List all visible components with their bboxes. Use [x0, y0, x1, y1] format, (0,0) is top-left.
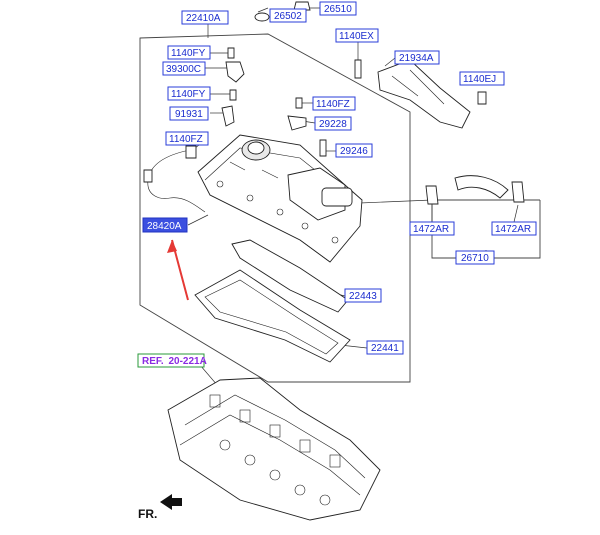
callout-1140EX[interactable]: 1140EX	[335, 28, 379, 43]
reference-code: 20-221A	[168, 356, 206, 367]
rocker-cover	[197, 134, 363, 263]
callout-22441[interactable]: 22441	[366, 340, 404, 355]
svg-text:26710: 26710	[461, 253, 489, 264]
pcv-hose	[425, 175, 525, 205]
svg-text:1140EX: 1140EX	[339, 31, 374, 42]
callout-29228[interactable]: 29228	[314, 116, 352, 131]
callout-39300C[interactable]: 39300C	[162, 61, 206, 76]
svg-text:29228: 29228	[319, 119, 347, 130]
reference-label[interactable]: REF. 20-221A	[137, 353, 207, 368]
callout-22410A[interactable]: 22410A	[181, 10, 229, 25]
callout-28420A[interactable]: 28420A	[142, 217, 188, 233]
gasket-22441	[194, 269, 351, 363]
callout-26502[interactable]: 26502	[269, 8, 307, 23]
svg-text:21934A: 21934A	[399, 53, 434, 64]
callout-1140FZ-lower[interactable]: 1140FZ	[165, 131, 209, 146]
svg-text:REF. 20-221A: REF. 20-221A	[142, 356, 207, 367]
callout-22443[interactable]: 22443	[344, 288, 382, 303]
callout-1140FY-upper[interactable]: 1140FY	[167, 45, 211, 60]
wiring-harness	[147, 149, 206, 213]
svg-text:28420A: 28420A	[147, 221, 182, 232]
assembly-frame	[139, 33, 411, 383]
svg-text:1140FY: 1140FY	[171, 48, 206, 59]
svg-text:1472AR: 1472AR	[413, 224, 449, 235]
callout-21934A[interactable]: 21934A	[394, 50, 440, 65]
callout-91931[interactable]: 91931	[169, 106, 209, 121]
callout-1140EJ[interactable]: 1140EJ	[459, 71, 505, 86]
svg-text:26510: 26510	[324, 4, 352, 15]
callout-29246[interactable]: 29246	[335, 143, 373, 158]
reference-prefix: REF.	[142, 356, 164, 367]
svg-text:22441: 22441	[371, 343, 399, 354]
top-parts	[221, 1, 362, 157]
svg-text:1472AR: 1472AR	[495, 224, 531, 235]
callout-26510[interactable]: 26510	[319, 1, 357, 16]
svg-text:22410A: 22410A	[186, 13, 221, 24]
svg-text:39300C: 39300C	[166, 64, 201, 75]
svg-text:1140FZ: 1140FZ	[169, 134, 203, 145]
svg-text:91931: 91931	[175, 109, 203, 120]
svg-text:1140EJ: 1140EJ	[463, 74, 496, 85]
front-direction-label: FR.	[138, 507, 157, 521]
cylinder-head	[167, 377, 381, 521]
red-arrow-icon	[167, 239, 189, 301]
callout-1140FZ-upper[interactable]: 1140FZ	[312, 96, 356, 111]
callout-1472AR-right[interactable]: 1472AR	[491, 221, 537, 236]
svg-text:26502: 26502	[274, 11, 302, 22]
callout-26710[interactable]: 26710	[455, 250, 495, 265]
front-direction-icon	[160, 494, 182, 510]
gasket-22443	[231, 239, 349, 313]
svg-text:22443: 22443	[349, 291, 377, 302]
callout-1140FY-lower[interactable]: 1140FY	[167, 86, 211, 101]
svg-text:1140FZ: 1140FZ	[316, 99, 350, 110]
svg-text:1140FY: 1140FY	[171, 89, 206, 100]
svg-text:29246: 29246	[340, 146, 368, 157]
heat-shield	[377, 59, 471, 129]
callout-1472AR-left[interactable]: 1472AR	[409, 221, 455, 236]
